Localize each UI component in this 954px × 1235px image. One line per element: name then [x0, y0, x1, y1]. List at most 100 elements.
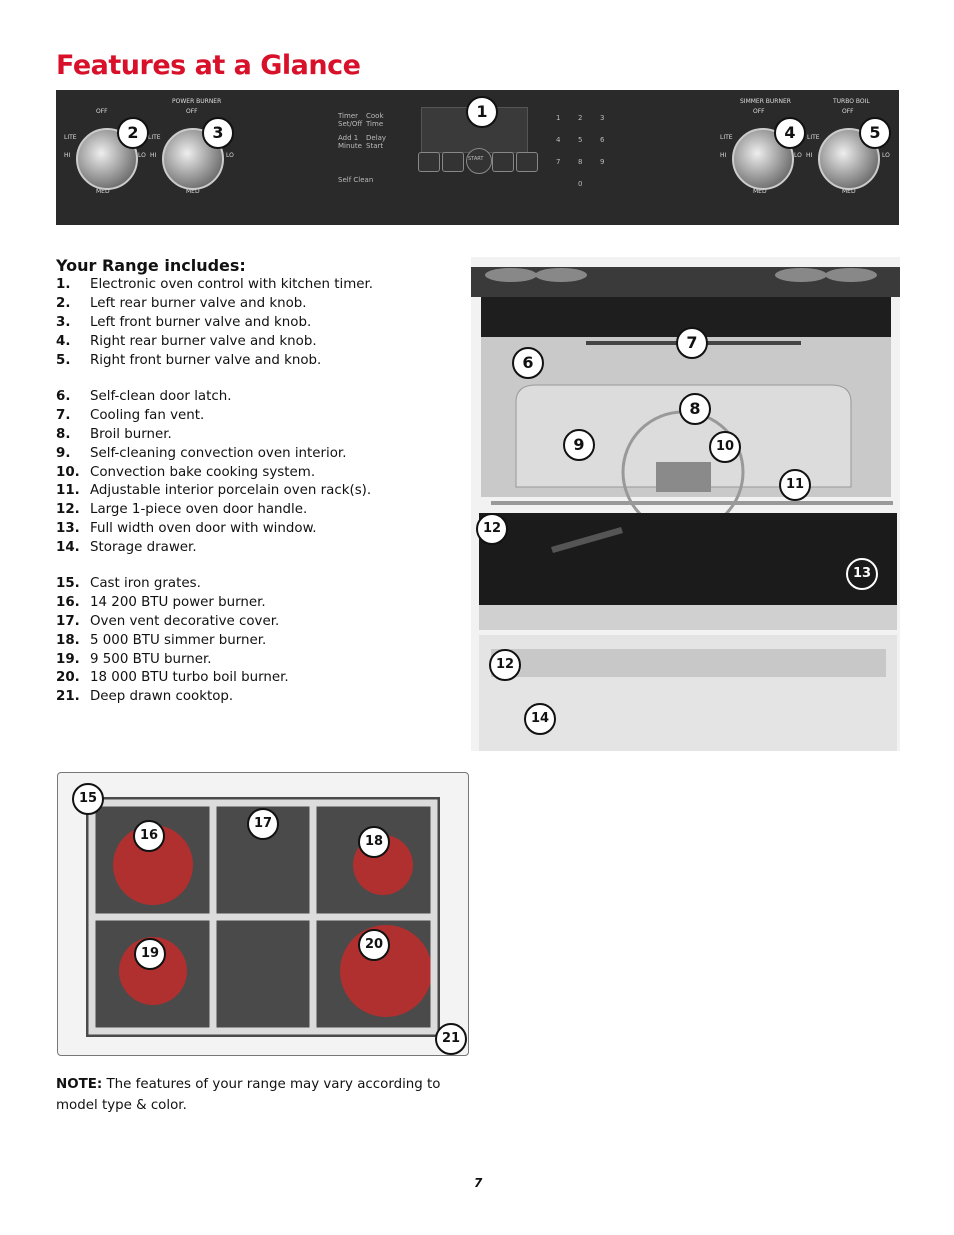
feature-list-oven: 6.Self-clean door latch. 7.Cooling fan v… — [56, 388, 371, 558]
list-item: 13.Full width oven door with window. — [56, 521, 317, 537]
knob-hi-label: HI — [64, 152, 71, 159]
callout-18: 18 — [358, 826, 390, 858]
callout-19: 19 — [134, 938, 166, 970]
knob-off-label: OFF — [753, 108, 765, 115]
list-item: 8.Broil burner. — [56, 426, 172, 442]
numpad-2: 2 — [578, 114, 583, 122]
knob-lite-label: LITE — [720, 134, 733, 141]
callout-7: 7 — [676, 327, 708, 359]
list-item: 21.Deep drawn cooktop. — [56, 689, 234, 705]
list-item: 20.18 000 BTU turbo boil burner. — [56, 670, 289, 686]
cooktop-illustration: 15 16 17 18 19 20 21 — [57, 772, 469, 1056]
knob-lo-label: LO — [226, 152, 234, 159]
callout-12: 12 — [476, 513, 508, 545]
note-text: The features of your range may vary acco… — [56, 1077, 441, 1113]
page-number: 7 — [474, 1176, 483, 1190]
knob-hi-label: HI — [150, 152, 157, 159]
list-item: 7.Cooling fan vent. — [56, 407, 205, 423]
knob-lite-label: LITE — [148, 134, 161, 141]
list-item: 3.Left front burner valve and knob. — [56, 314, 312, 330]
callout-15: 15 — [72, 783, 104, 815]
note-paragraph: NOTE: The features of your range may var… — [56, 1074, 456, 1116]
callout-17: 17 — [247, 808, 279, 840]
note-label: NOTE: — [56, 1077, 103, 1092]
knob-off-label: OFF — [842, 108, 854, 115]
conv-roast-button-illustration — [516, 152, 538, 172]
knob-hi-label: HI — [720, 152, 727, 159]
callout-8: 8 — [679, 393, 711, 425]
numpad-9: 9 — [600, 158, 605, 166]
list-item: 1.Electronic oven control with kitchen t… — [56, 277, 374, 292]
knob-med-label: MED — [753, 188, 767, 195]
knob-lo-label: LO — [794, 152, 802, 159]
list-item: 14.Storage drawer. — [56, 540, 197, 556]
page-title: Features at a Glance — [56, 50, 361, 81]
list-item: 11.Adjustable interior porcelain oven ra… — [56, 483, 372, 499]
range-front-illustration: 6 7 8 9 10 11 12 13 12 14 — [471, 257, 900, 751]
numpad-7: 7 — [556, 158, 561, 166]
knob-med-label: MED — [186, 188, 200, 195]
knob-lo-label: LO — [138, 152, 146, 159]
list-item: 12.Large 1-piece oven door handle. — [56, 502, 308, 518]
callout-11: 11 — [779, 469, 811, 501]
list-item: 5.Right front burner valve and knob. — [56, 352, 322, 368]
list-item: 6.Self-clean door latch. — [56, 389, 232, 404]
list-item: 4.Right rear burner valve and knob. — [56, 333, 317, 349]
key-timer: Timer Set/Off — [338, 112, 363, 128]
callout-3: 3 — [202, 117, 234, 149]
callout-12-drawer: 12 — [489, 649, 521, 681]
knob-med-label: MED — [842, 188, 856, 195]
simmer-burner-label: SIMMER BURNER — [740, 98, 791, 105]
feature-list-controls: 1.Electronic oven control with kitchen t… — [56, 276, 373, 370]
numpad-5: 5 — [578, 136, 583, 144]
callout-1: 1 — [466, 96, 498, 128]
list-item: 2.Left rear burner valve and knob. — [56, 295, 307, 311]
callout-21: 21 — [435, 1023, 467, 1055]
knob-lo-label: LO — [882, 152, 890, 159]
callout-20: 20 — [358, 929, 390, 961]
list-item: 15.Cast iron grates. — [56, 576, 201, 591]
bake-button-illustration — [442, 152, 464, 172]
key-add-minute: Add 1 Minute — [338, 134, 362, 150]
turbo-boil-label: TURBO BOIL — [833, 98, 870, 105]
key-cook-time: Cook Time — [366, 112, 384, 128]
power-burner-label: POWER BURNER — [172, 98, 222, 105]
callout-9: 9 — [563, 429, 595, 461]
callout-10: 10 — [709, 431, 741, 463]
list-item: 10.Convection bake cooking system. — [56, 464, 316, 480]
conv-bake-button-illustration — [418, 152, 440, 172]
broil-button-illustration — [492, 152, 514, 172]
list-item: 16.14 200 BTU power burner. — [56, 594, 266, 610]
knob-med-label: MED — [96, 188, 110, 195]
includes-heading: Your Range includes: — [56, 256, 246, 275]
list-item: 17.Oven vent decorative cover. — [56, 613, 280, 629]
key-self-clean: Self Clean — [338, 176, 374, 184]
knob-off-label: OFF — [96, 108, 108, 115]
callout-16: 16 — [133, 820, 165, 852]
knob-hi-label: HI — [806, 152, 813, 159]
knob-lite-label: LITE — [64, 134, 77, 141]
control-panel-illustration: POWER BURNER SIMMER BURNER TURBO BOIL OF… — [56, 90, 899, 225]
callout-5: 5 — [859, 117, 891, 149]
callout-6: 6 — [512, 347, 544, 379]
callout-13: 13 — [846, 558, 878, 590]
list-item: 9.Self-cleaning convection oven interior… — [56, 445, 347, 461]
numpad-6: 6 — [600, 136, 605, 144]
numpad-0: 0 — [578, 180, 583, 188]
knob-lite-label: LITE — [807, 134, 820, 141]
callout-4: 4 — [774, 117, 806, 149]
start-label: START — [468, 156, 484, 162]
feature-list-cooktop: 15.Cast iron grates. 16.14 200 BTU power… — [56, 575, 289, 707]
numpad-1: 1 — [556, 114, 561, 122]
key-delay-start: Delay Start — [366, 134, 387, 150]
callout-2: 2 — [117, 117, 149, 149]
knob-off-label: OFF — [186, 108, 198, 115]
callout-14: 14 — [524, 703, 556, 735]
start-button-illustration — [466, 148, 492, 174]
list-item: 18.5 000 BTU simmer burner. — [56, 632, 267, 648]
numpad-4: 4 — [556, 136, 561, 144]
numpad-8: 8 — [578, 158, 583, 166]
numpad-3: 3 — [600, 114, 605, 122]
list-item: 19.9 500 BTU burner. — [56, 651, 212, 667]
left-rear-knob — [76, 128, 138, 190]
